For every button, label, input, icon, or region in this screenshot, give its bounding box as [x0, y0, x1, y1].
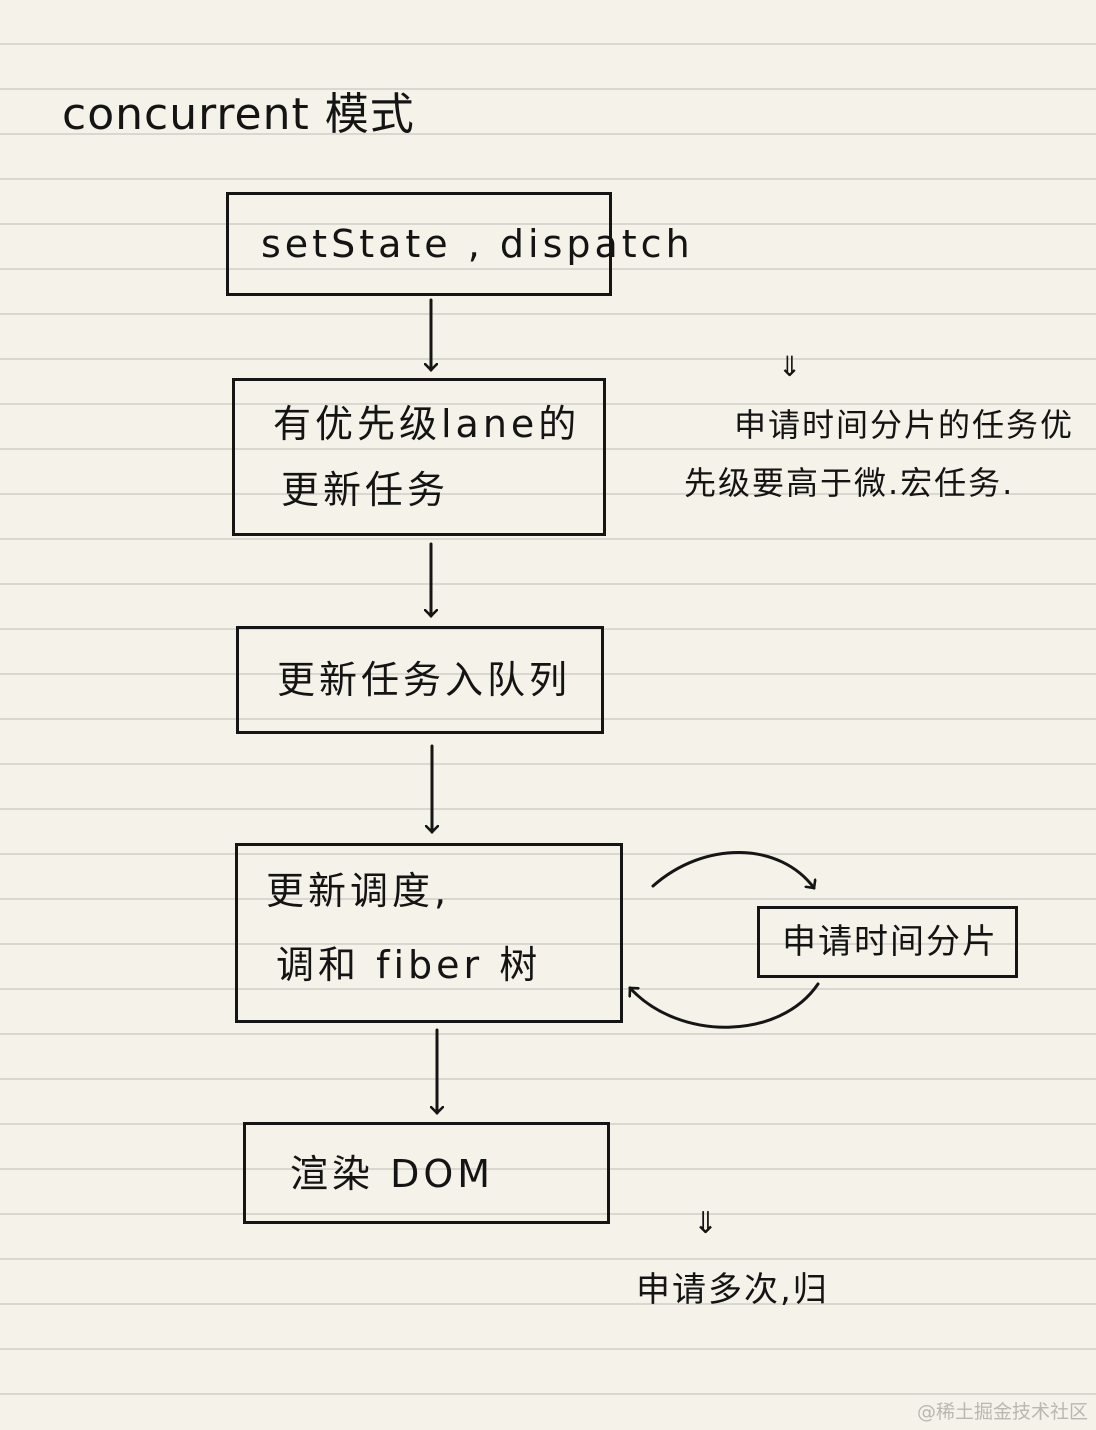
arrow-schedule-to-time-slice: [651, 851, 814, 890]
render-box: 渲染 DOM: [243, 1122, 610, 1224]
priority-note-arrow: ⇓: [778, 350, 804, 383]
priority-note-line2: 先级要高于微.宏任务.: [684, 464, 1015, 502]
watermark: @稀土掘金技术社区: [916, 1401, 1088, 1423]
trigger-box: setState , dispatch: [226, 192, 690, 296]
priority-task-box: 有优先级lane的 更新任务: [232, 378, 606, 536]
priority-task-label-line1: 有优先级lane的: [273, 402, 581, 446]
render-note: 申请多次,归: [636, 1270, 829, 1310]
enqueue-box: 更新任务入队列: [236, 626, 604, 734]
time-slice-box: 申请时间分片: [757, 906, 1018, 978]
priority-task-label-line2: 更新任务: [281, 468, 450, 512]
schedule-label-line1: 更新调度,: [266, 869, 451, 913]
page-title: concurrent 模式: [62, 89, 415, 140]
arrow-time-slice-to-schedule: [630, 982, 820, 1029]
render-label: 渲染 DOM: [290, 1152, 495, 1196]
priority-note-line1: 申请时间分片的任务优: [734, 406, 1075, 444]
trigger-label: setState , dispatch: [261, 222, 694, 266]
enqueue-label: 更新任务入队列: [277, 658, 572, 702]
schedule-label-line2: 调和 fiber 树: [276, 943, 542, 987]
time-slice-label: 申请时间分片: [782, 922, 998, 962]
render-note-arrow: ⇓: [693, 1206, 721, 1241]
schedule-box: 更新调度, 调和 fiber 树: [235, 843, 623, 1023]
